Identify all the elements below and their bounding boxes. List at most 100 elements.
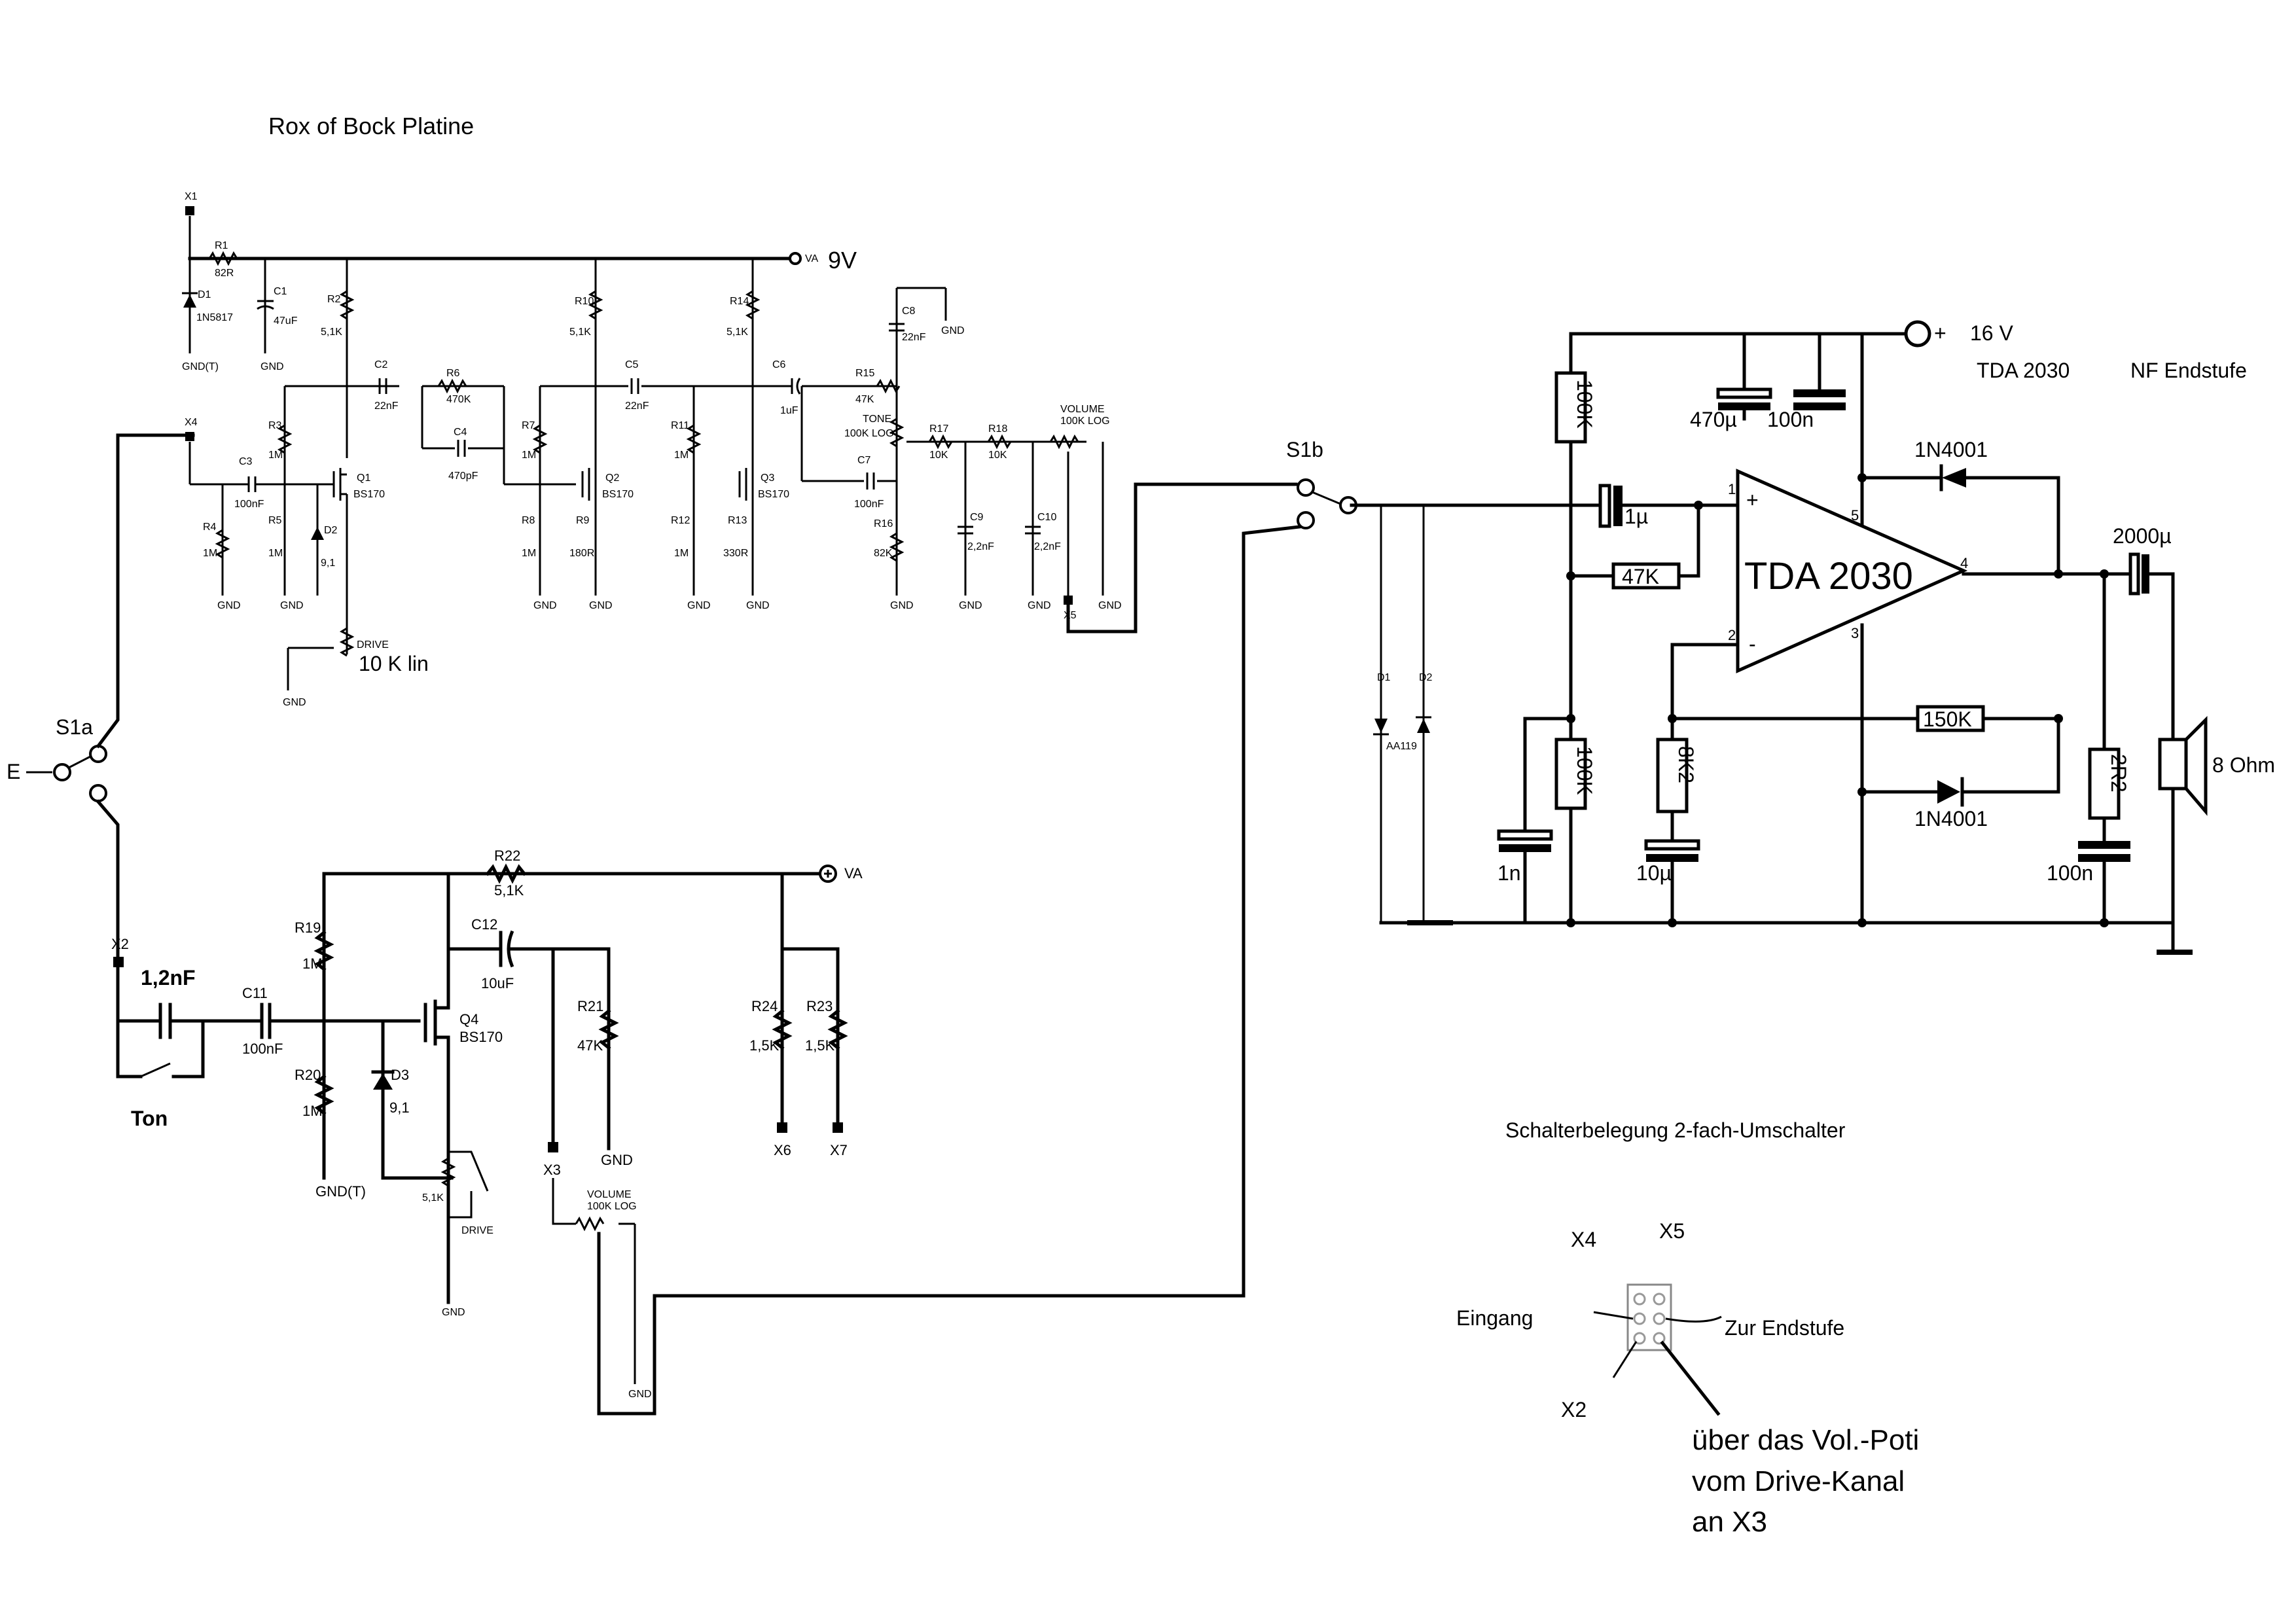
connector-x7 xyxy=(833,1122,843,1133)
svg-text:330R: 330R xyxy=(723,548,748,559)
ton-switch-label[interactable]: Ton xyxy=(131,1107,168,1130)
svg-text:22nF: 22nF xyxy=(902,332,926,343)
s1b-label: S1b xyxy=(1286,438,1323,461)
switch-s1[interactable]: S1a E S1b xyxy=(7,433,1357,1416)
svg-text:100nF: 100nF xyxy=(242,1041,283,1057)
svg-text:82R: 82R xyxy=(215,268,234,279)
svg-text:C3: C3 xyxy=(239,456,253,467)
svg-text:5,1K: 5,1K xyxy=(494,882,524,899)
svg-text:vom Drive-Kanal: vom Drive-Kanal xyxy=(1692,1465,1905,1497)
speaker-label: 8 Ohm xyxy=(2212,753,2275,777)
svg-text:9,1: 9,1 xyxy=(321,558,335,569)
svg-text:Q3: Q3 xyxy=(761,473,774,484)
connector-x6 xyxy=(777,1122,787,1133)
svg-text:BS170: BS170 xyxy=(459,1029,503,1045)
svg-text:GND: GND xyxy=(601,1152,633,1168)
drive-channel: VA R22 5,1K X2 1,2nF Ton C11 100nF R19 1… xyxy=(111,847,863,1400)
svg-text:D2: D2 xyxy=(1419,672,1433,683)
svg-text:GND: GND xyxy=(1098,600,1122,611)
svg-text:8K2: 8K2 xyxy=(1674,746,1698,783)
svg-text:R9: R9 xyxy=(576,515,590,526)
svg-text:9,1: 9,1 xyxy=(389,1099,410,1116)
svg-text:GND: GND xyxy=(280,600,304,611)
svg-text:BS170: BS170 xyxy=(758,489,789,500)
svg-text:DRIVE: DRIVE xyxy=(461,1225,493,1236)
svg-text:470µ: 470µ xyxy=(1690,408,1737,431)
svg-text:BS170: BS170 xyxy=(602,489,634,500)
svg-text:an X3: an X3 xyxy=(1692,1506,1767,1538)
schematic-title: Rox of Bock Platine xyxy=(268,113,474,139)
svg-text:100K: 100K xyxy=(1573,380,1596,429)
svg-text:TONE: TONE xyxy=(863,414,891,425)
svg-text:82K: 82K xyxy=(874,548,893,559)
svg-text:R8: R8 xyxy=(522,515,535,526)
svg-text:GND: GND xyxy=(746,600,770,611)
svg-text:1M: 1M xyxy=(522,548,536,559)
svg-text:X5: X5 xyxy=(1659,1219,1685,1243)
svg-text:C7: C7 xyxy=(857,455,871,466)
svg-text:1M: 1M xyxy=(302,955,323,972)
svg-text:100nF: 100nF xyxy=(234,499,264,510)
svg-text:R19: R19 xyxy=(295,919,321,936)
svg-text:2R2: 2R2 xyxy=(2107,754,2130,793)
svg-text:C12: C12 xyxy=(471,916,497,933)
svg-text:1M: 1M xyxy=(674,450,689,461)
svg-text:BS170: BS170 xyxy=(353,489,385,500)
svg-text:2: 2 xyxy=(1728,627,1736,643)
input-e-label: E xyxy=(7,760,20,783)
svg-text:X5: X5 xyxy=(1064,610,1077,621)
svg-text:D2: D2 xyxy=(324,525,338,536)
svg-text:X1: X1 xyxy=(185,191,198,202)
top-preamp: VA 9V X1 R1 82R D1 1N5817 GND(T) C1 47uF… xyxy=(182,191,1298,708)
svg-text:R20: R20 xyxy=(295,1067,321,1083)
svg-text:GND: GND xyxy=(1028,600,1051,611)
svg-text:100n: 100n xyxy=(1767,408,1814,431)
svg-text:1M: 1M xyxy=(302,1103,323,1119)
svg-text:+: + xyxy=(1934,321,1946,345)
svg-text:GND: GND xyxy=(628,1389,652,1400)
svg-text:1M: 1M xyxy=(522,450,536,461)
amp-stage-title: NF Endstufe xyxy=(2130,359,2247,382)
svg-text:R18: R18 xyxy=(988,423,1007,435)
svg-text:5,1K: 5,1K xyxy=(422,1192,444,1204)
svg-text:GND: GND xyxy=(260,361,284,372)
svg-text:R7: R7 xyxy=(522,420,535,431)
svg-text:C8: C8 xyxy=(902,306,916,317)
svg-text:R10: R10 xyxy=(575,296,594,307)
svg-text:C2: C2 xyxy=(374,359,388,370)
svg-text:R23: R23 xyxy=(806,998,833,1014)
svg-text:5,1K: 5,1K xyxy=(726,327,748,338)
svg-text:X6: X6 xyxy=(774,1142,791,1158)
svg-text:X4: X4 xyxy=(185,417,198,428)
svg-text:100nF: 100nF xyxy=(854,499,884,510)
svg-text:D1: D1 xyxy=(1377,672,1391,683)
connector-x1 xyxy=(185,206,194,215)
svg-text:10K: 10K xyxy=(988,450,1007,461)
svg-text:C11: C11 xyxy=(242,985,268,1001)
svg-text:X4: X4 xyxy=(1571,1228,1596,1251)
svg-text:100K LOG: 100K LOG xyxy=(844,428,894,439)
svg-text:1µ: 1µ xyxy=(1624,505,1648,528)
svg-text:4: 4 xyxy=(1960,555,1968,571)
svg-text:GND: GND xyxy=(941,325,965,336)
svg-text:R1: R1 xyxy=(215,240,228,251)
svg-text:C6: C6 xyxy=(772,359,786,370)
svg-text:47K: 47K xyxy=(577,1037,603,1054)
svg-text:1uF: 1uF xyxy=(780,405,798,416)
svg-text:R11: R11 xyxy=(671,420,689,431)
svg-text:GND: GND xyxy=(687,600,711,611)
svg-text:D3: D3 xyxy=(391,1067,409,1083)
svg-text:+: + xyxy=(1746,488,1759,512)
svg-text:1,5K: 1,5K xyxy=(805,1037,835,1054)
svg-text:C9: C9 xyxy=(970,512,984,523)
svg-text:-: - xyxy=(1749,632,1756,656)
svg-text:22nF: 22nF xyxy=(625,401,649,412)
svg-text:Q4: Q4 xyxy=(459,1011,478,1027)
svg-text:47K: 47K xyxy=(1622,565,1659,588)
svg-text:100K: 100K xyxy=(1573,746,1596,795)
svg-text:1M: 1M xyxy=(674,548,689,559)
svg-text:X3: X3 xyxy=(543,1162,561,1178)
svg-text:2000µ: 2000µ xyxy=(2113,524,2172,548)
